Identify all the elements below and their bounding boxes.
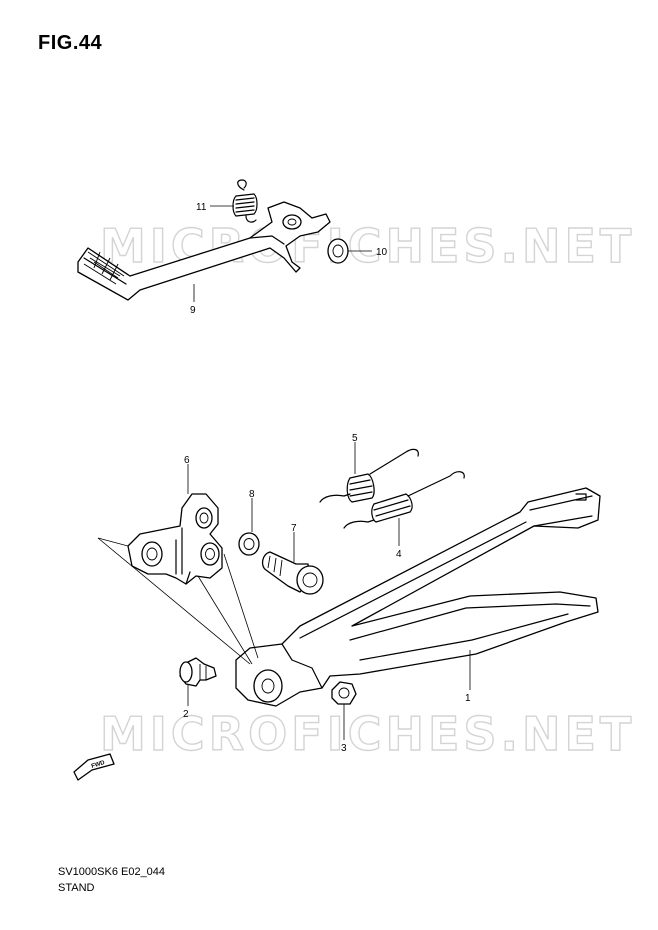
callout-4: 4 <box>396 549 402 560</box>
fwd-label: FWD <box>91 760 106 770</box>
brake-pedal-part-9 <box>77 201 331 301</box>
callout-1: 1 <box>465 693 471 704</box>
section-name: STAND <box>58 882 95 894</box>
callout-11: 11 <box>196 202 207 213</box>
callout-8: 8 <box>249 489 255 500</box>
watermark-bottom: MICROFICHES.NET <box>100 707 635 761</box>
nut-part-3 <box>331 681 357 705</box>
stand-spring-part-4 <box>343 471 465 529</box>
stand-bracket-part-6 <box>127 493 223 585</box>
return-spring-part-11 <box>232 179 258 223</box>
stand-pin-part-2 <box>179 657 217 687</box>
figure-title: FIG.44 <box>38 32 103 54</box>
washer-part-8 <box>238 532 260 556</box>
callout-9: 9 <box>190 305 196 316</box>
side-stand-part-1 <box>235 487 601 707</box>
callout-2: 2 <box>183 709 189 720</box>
stand-spring-part-5 <box>319 448 419 503</box>
callout-5: 5 <box>352 433 358 444</box>
forward-arrow-icon: FWD <box>73 753 115 781</box>
callout-leaders <box>187 205 471 740</box>
washer-part-10 <box>327 238 349 264</box>
callout-3: 3 <box>341 743 347 754</box>
callout-7: 7 <box>291 523 297 534</box>
assembly-guide-lines <box>97 537 259 665</box>
callout-10: 10 <box>376 247 388 258</box>
callout-6: 6 <box>184 455 190 466</box>
pivot-bolt-part-7 <box>261 551 324 595</box>
model-code: SV1000SK6 E02_044 <box>58 866 166 878</box>
